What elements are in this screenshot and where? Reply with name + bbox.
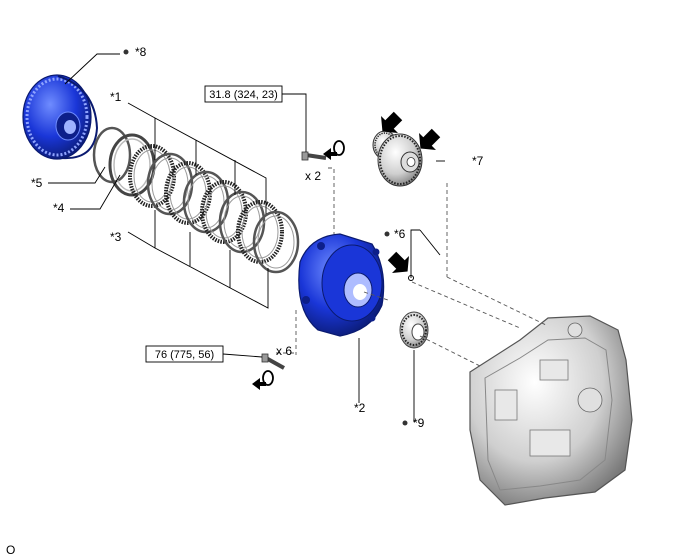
apply-grease-arrow-icon <box>419 128 441 150</box>
clutch-drum-part <box>22 74 99 160</box>
svg-text:76 (775, 56): 76 (775, 56) <box>155 349 214 361</box>
transaxle-case-part <box>469 315 633 506</box>
non-reusable-part-dot-icon <box>402 420 408 426</box>
clutch-disc-stack <box>128 144 300 274</box>
disc-inner-edge <box>169 166 207 220</box>
oil-pump-housing-part <box>298 233 385 337</box>
callout-7: *7 <box>472 154 484 168</box>
callout-leader-lines <box>48 53 445 422</box>
callout-4: *4 <box>53 201 65 215</box>
clutch-disc <box>200 180 248 244</box>
quantity-upper: x 2 <box>305 169 321 183</box>
non-reusable-part-dot-icon <box>384 231 390 237</box>
svg-text:31.8 (324, 23): 31.8 (324, 23) <box>209 89 278 101</box>
tighten-bolt-icon <box>323 140 345 160</box>
quantity-lower: x 6 <box>276 344 292 358</box>
clutch-plate <box>252 210 300 274</box>
callout-9: *9 <box>413 416 425 430</box>
snap-ring-part <box>92 126 132 184</box>
apply-grease-arrow-icon <box>387 251 409 273</box>
clutch-plate <box>182 170 230 234</box>
clutch-disc <box>164 161 212 225</box>
non-reusable-part-dot-icon <box>123 49 129 55</box>
callout-2: *2 <box>354 401 366 415</box>
callout-5: *5 <box>31 176 43 190</box>
clutch-plate <box>218 190 266 254</box>
gear-shaft-part <box>372 130 423 187</box>
figure-code: O <box>6 543 15 557</box>
torque-spec-lower: 76 (775, 56) <box>145 345 263 363</box>
callout-bracket-lines <box>127 102 269 309</box>
callout-6: *6 <box>394 227 406 241</box>
tighten-bolt-icon <box>252 370 274 390</box>
upper-bolt-part <box>301 151 327 161</box>
callout-1: *1 <box>110 90 122 104</box>
assembly-guide-lines <box>276 167 547 367</box>
disc-inner-edge <box>241 205 279 259</box>
clutch-plate <box>146 152 194 216</box>
callout-8: *8 <box>135 45 147 59</box>
callout-3: *3 <box>110 230 122 244</box>
disc-inner-edge <box>257 215 295 269</box>
bearing-gear-part <box>399 311 429 349</box>
torque-spec-upper: 31.8 (324, 23) <box>204 85 307 152</box>
apply-grease-arrow-icon <box>381 111 403 133</box>
lower-bolt-part <box>261 353 285 370</box>
